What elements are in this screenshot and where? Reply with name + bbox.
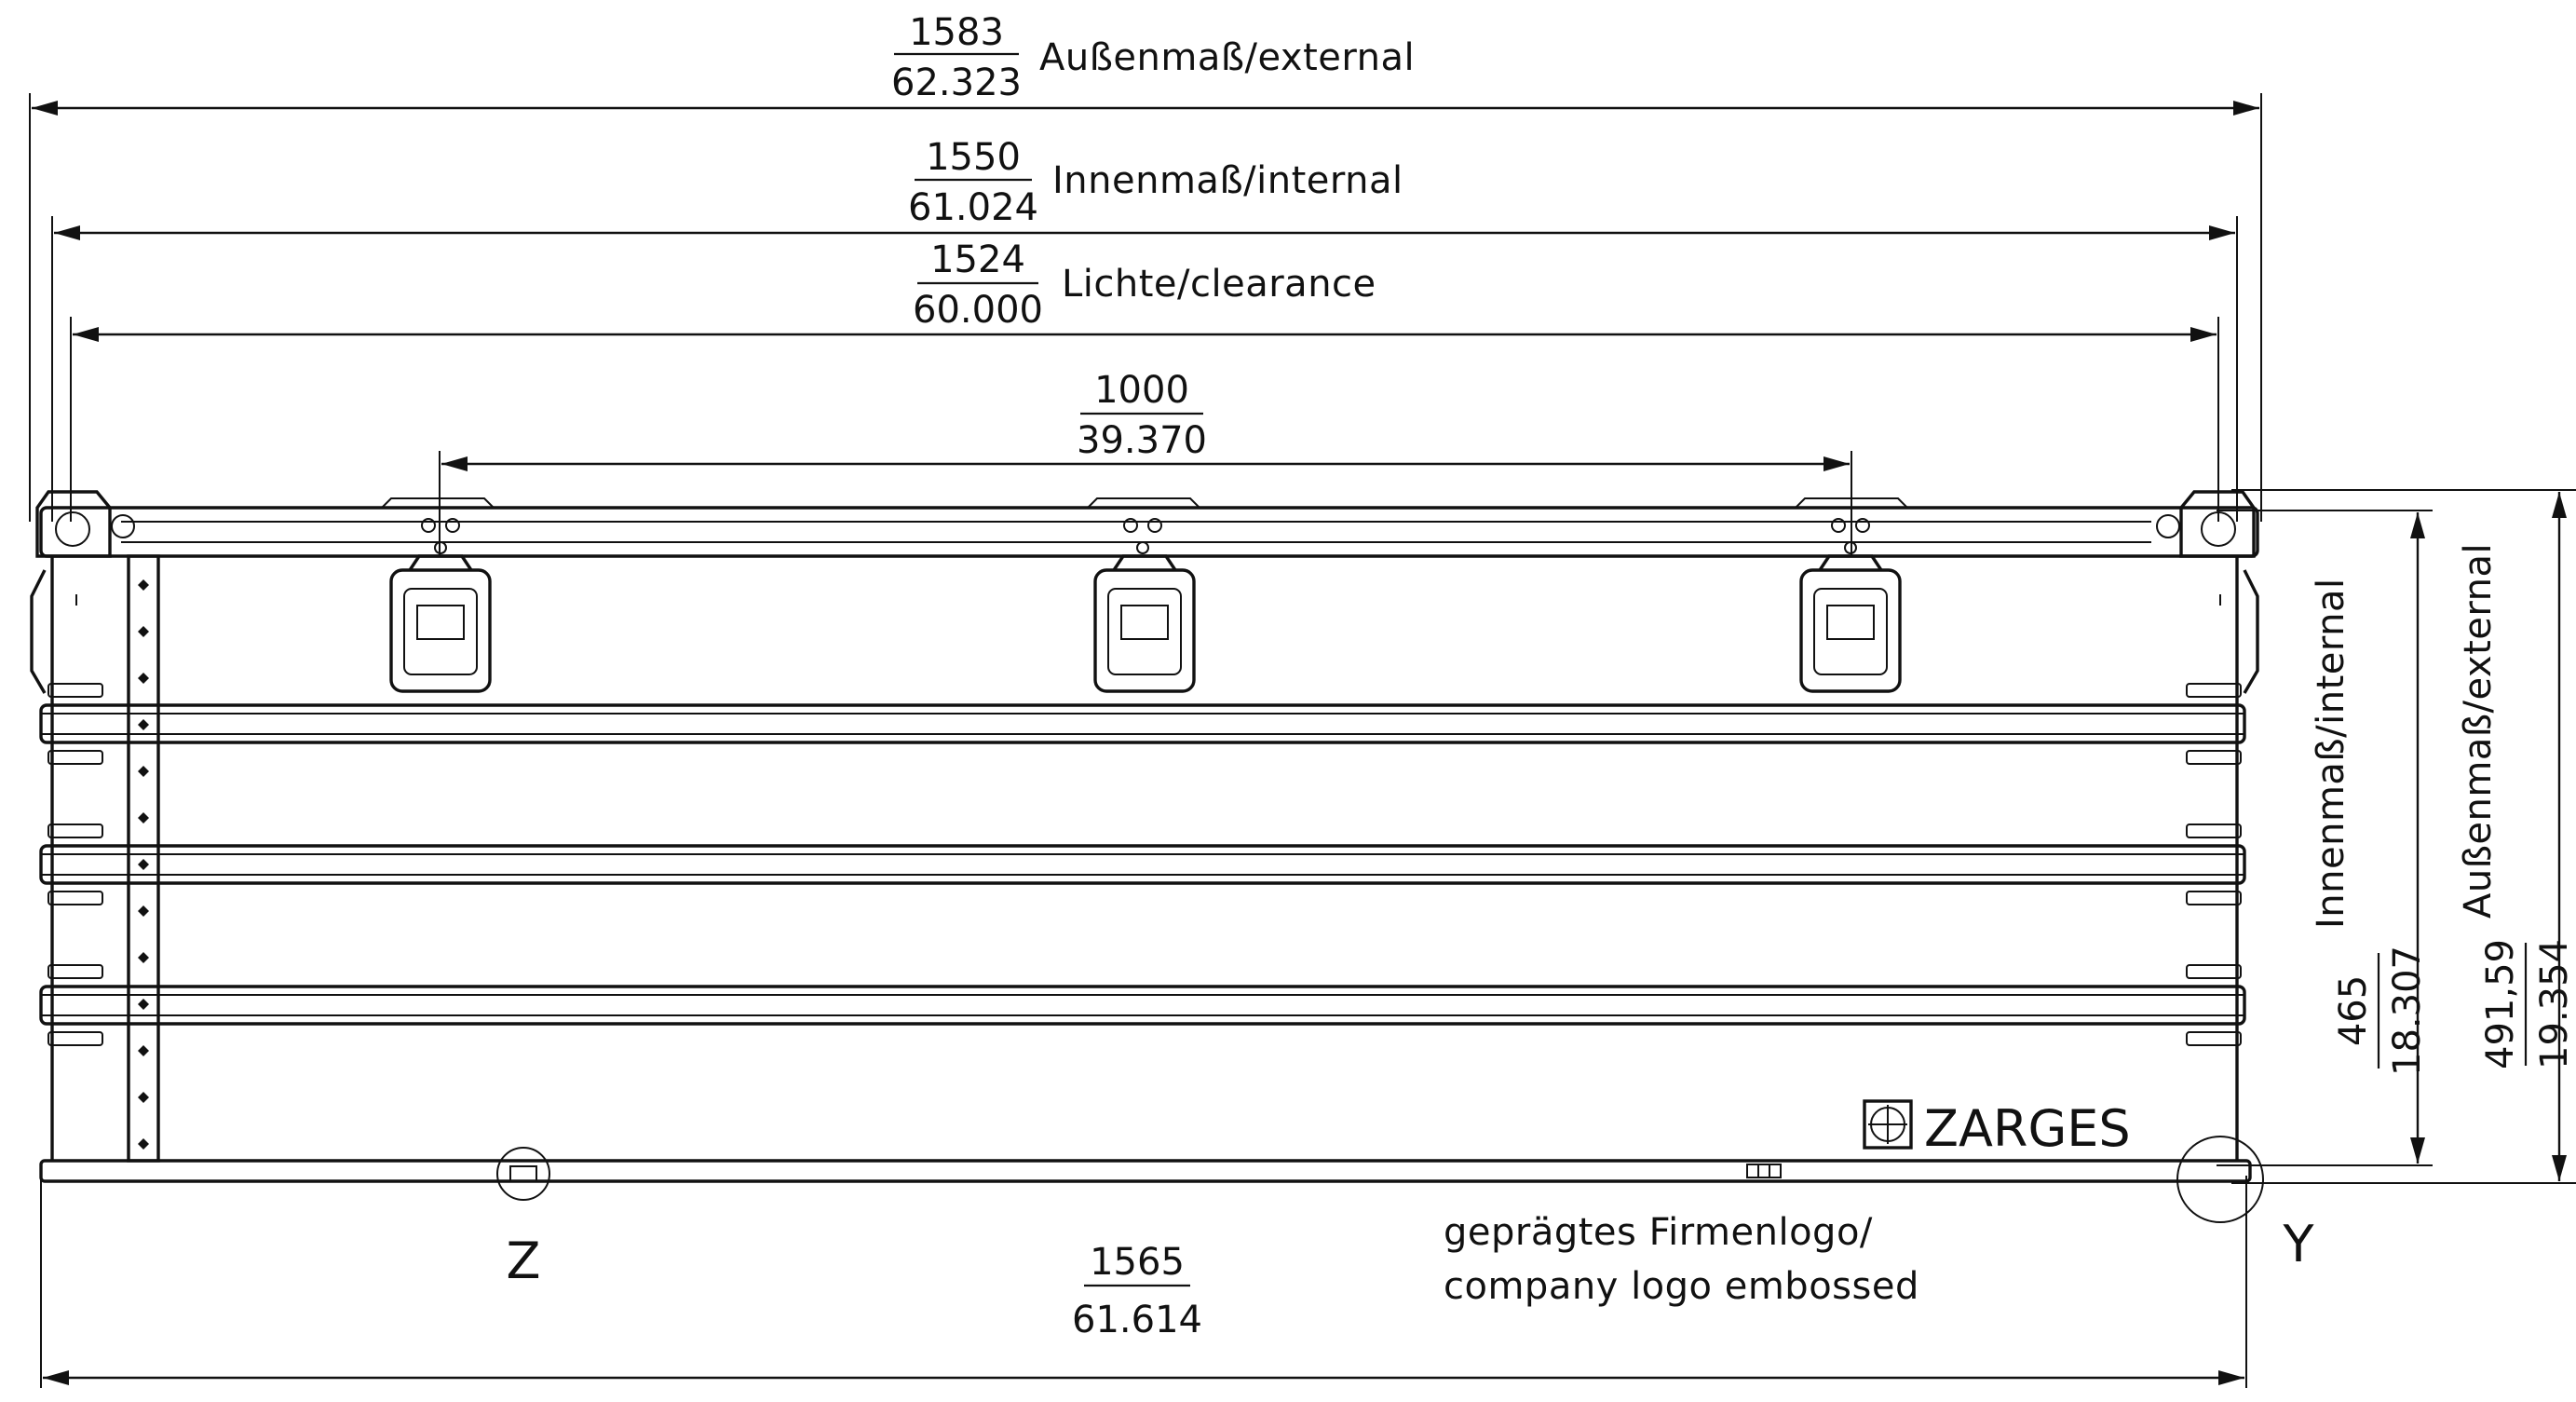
detail-y-label: Y <box>2283 1215 2315 1273</box>
annotation-line-2: company logo embossed <box>1444 1265 1919 1308</box>
internal-length-mm: 1550 <box>926 136 1021 179</box>
external-length-mm: 1583 <box>909 11 1004 54</box>
internal-height-inch: 18.307 <box>2386 946 2429 1076</box>
internal-height-label: Innenmaß/internal <box>2310 578 2352 929</box>
latch-center <box>1087 497 1200 693</box>
clearance-length-inch: 60.000 <box>913 289 1043 332</box>
latch-left <box>381 497 495 693</box>
clearance-length-mm: 1524 <box>930 238 1025 281</box>
dimension-external-height: 491,59 19.354 Außenmaß/external <box>2231 489 2576 1184</box>
dimension-bottom-length: 1565 61.614 <box>40 1176 2247 1388</box>
dimension-external-length: 1583 62.323 Außenmaß/external <box>29 11 2262 522</box>
handle-spacing-inch: 39.370 <box>1077 419 1207 462</box>
internal-height-mm: 465 <box>2332 975 2375 1046</box>
zarges-logo-text: ZARGES <box>1924 1099 2131 1158</box>
external-height-inch: 19.354 <box>2533 939 2576 1069</box>
annotation-line-1: geprägtes Firmenlogo/ <box>1444 1211 1873 1254</box>
zarges-logo: ZARGES <box>1863 1099 2131 1158</box>
logo-annotation: geprägtes Firmenlogo/ company logo embos… <box>1444 1211 1919 1308</box>
zarges-logo-icon <box>1863 1099 1913 1150</box>
detail-y: Y <box>2176 1136 2315 1273</box>
handle-spacing-mm: 1000 <box>1094 369 1189 412</box>
internal-length-inch: 61.024 <box>908 186 1038 229</box>
external-height-mm: 491,59 <box>2479 939 2522 1069</box>
detail-z: Z <box>496 1147 550 1290</box>
external-length-inch: 62.323 <box>891 61 1022 104</box>
dimension-internal-length: 1550 61.024 Innenmaß/internal <box>51 136 2238 522</box>
external-length-label: Außenmaß/external <box>1039 36 1415 79</box>
bottom-length-inch: 61.614 <box>1072 1299 1202 1341</box>
box-body <box>30 490 2259 1183</box>
detail-z-label: Z <box>507 1232 541 1290</box>
external-height-label: Außenmaß/external <box>2457 543 2500 919</box>
bottom-length-mm: 1565 <box>1090 1241 1185 1284</box>
dimension-clearance-length: 1524 60.000 Lichte/clearance <box>70 238 2219 522</box>
dimension-handle-spacing: 1000 39.370 <box>439 369 1852 557</box>
clearance-length-label: Lichte/clearance <box>1062 263 1376 306</box>
latch-right <box>1795 497 1908 693</box>
dimension-internal-height: 465 18.307 Innenmaß/internal <box>2217 510 2433 1166</box>
internal-length-label: Innenmaß/internal <box>1052 159 1403 202</box>
